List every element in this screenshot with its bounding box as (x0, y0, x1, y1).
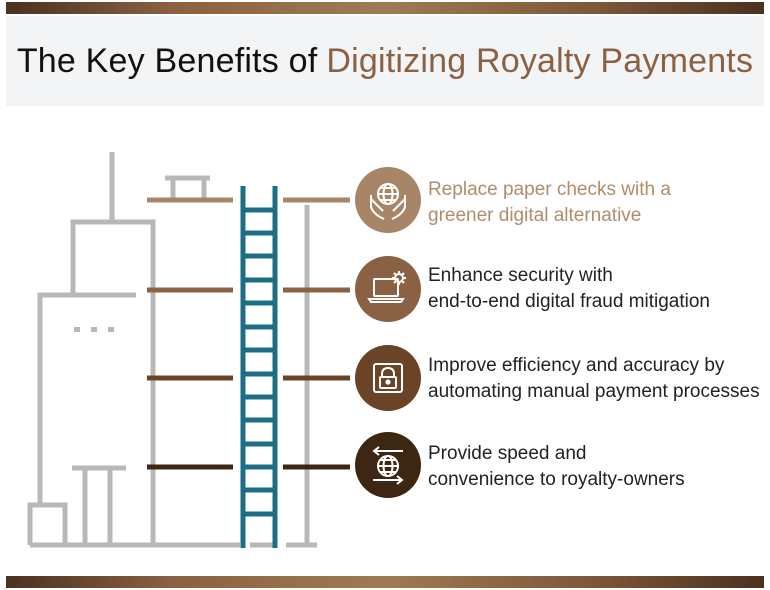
benefit-1-line-2: greener digital alternative (428, 205, 642, 226)
globe-arrows-icon (372, 446, 404, 485)
title-part-two: Digitizing Royalty Payments (326, 41, 754, 80)
benefit-2-text: Enhance security with end-to-end digital… (428, 263, 764, 315)
benefit-1-line-1: Replace paper checks with a (428, 179, 671, 200)
facility-outline (27, 152, 317, 548)
window-dots (74, 327, 114, 332)
benefit-2-icon-circle (355, 256, 421, 322)
hands-globe-icon (370, 183, 406, 220)
bottom-gradient-bar (6, 576, 764, 588)
benefit-4-icon-circle (355, 432, 421, 498)
benefit-4-line-1: Provide speed and (428, 443, 587, 464)
benefit-4-text: Provide speed and convenience to royalty… (428, 441, 764, 493)
benefit-1-text: Replace paper checks with a greener digi… (428, 177, 764, 229)
benefit-3-icon-circle (355, 345, 421, 411)
benefit-2-line-1: Enhance security with (428, 265, 613, 286)
benefit-3-line-1: Improve efficiency and accuracy by (428, 355, 725, 376)
benefit-4-line-2: convenience to royalty-owners (428, 469, 685, 490)
benefit-2-line-2: end-to-end digital fraud mitigation (428, 291, 711, 312)
benefit-3-text: Improve efficiency and accuracy by autom… (428, 353, 764, 405)
level-lines (147, 197, 350, 470)
teal-ladder (240, 186, 278, 548)
benefit-1-icon-circle (355, 167, 421, 233)
top-gradient-bar (6, 2, 764, 14)
title-part-one: The Key Benefits of (16, 41, 318, 80)
laptop-gear-icon (367, 271, 406, 303)
padlock-icon (373, 363, 403, 393)
benefit-3-line-2: automating manual payment processes (428, 381, 760, 402)
